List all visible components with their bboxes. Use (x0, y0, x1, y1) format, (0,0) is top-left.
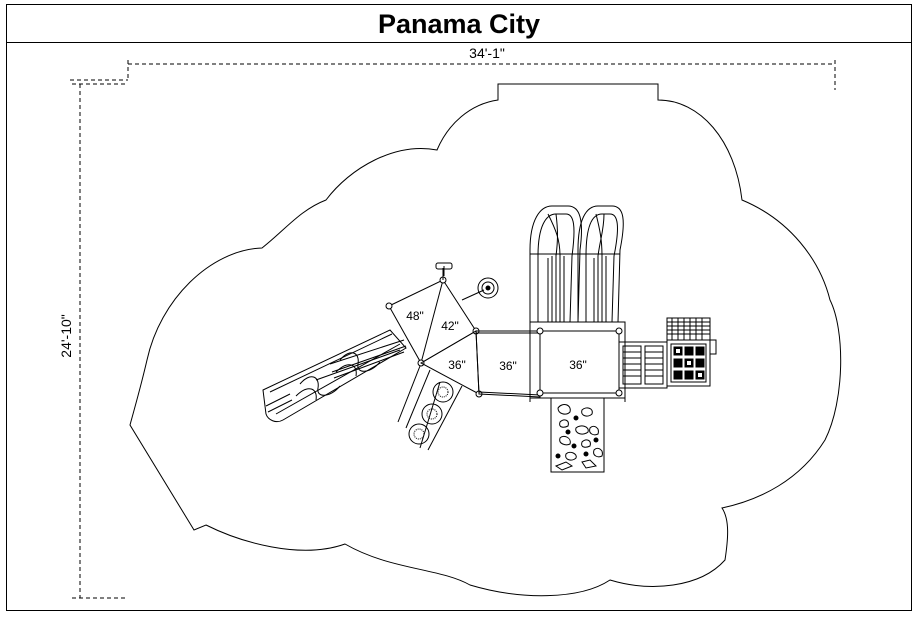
page-title: Panama City (377, 9, 541, 39)
steering-wheel-panel (435, 262, 453, 280)
wave-slide (262, 329, 407, 423)
depth-dimension-label: 24'-10" (58, 314, 74, 357)
depth-dimension-line: 24'-10" (58, 83, 128, 599)
side-climber-panels (618, 341, 668, 389)
title-bar: Panama City (7, 5, 911, 43)
drawing-frame: Panama City (6, 4, 912, 611)
panel-grid-upper (666, 317, 711, 341)
tic-tac-toe-panel (666, 339, 717, 387)
deck-42-label: 42" (441, 319, 459, 333)
spinner-panel (461, 277, 499, 301)
main-deck: 36" (529, 321, 626, 402)
width-dimension-line: 34'-1" (70, 45, 836, 90)
bridge-deck-label: 36" (499, 359, 517, 373)
main-deck-label: 36" (569, 358, 587, 372)
width-dimension-label: 34'-1" (469, 45, 505, 61)
upper-decks: 48" 42" (385, 276, 480, 367)
double-slide (529, 205, 624, 323)
deck-48-label: 48" (406, 309, 424, 323)
safety-zone-outline (129, 83, 842, 597)
deck-36-triangle-label: 36" (448, 358, 466, 372)
stepping-pods (397, 365, 463, 451)
bridge-deck: 36" (475, 330, 541, 398)
rock-climbing-wall (550, 397, 605, 473)
